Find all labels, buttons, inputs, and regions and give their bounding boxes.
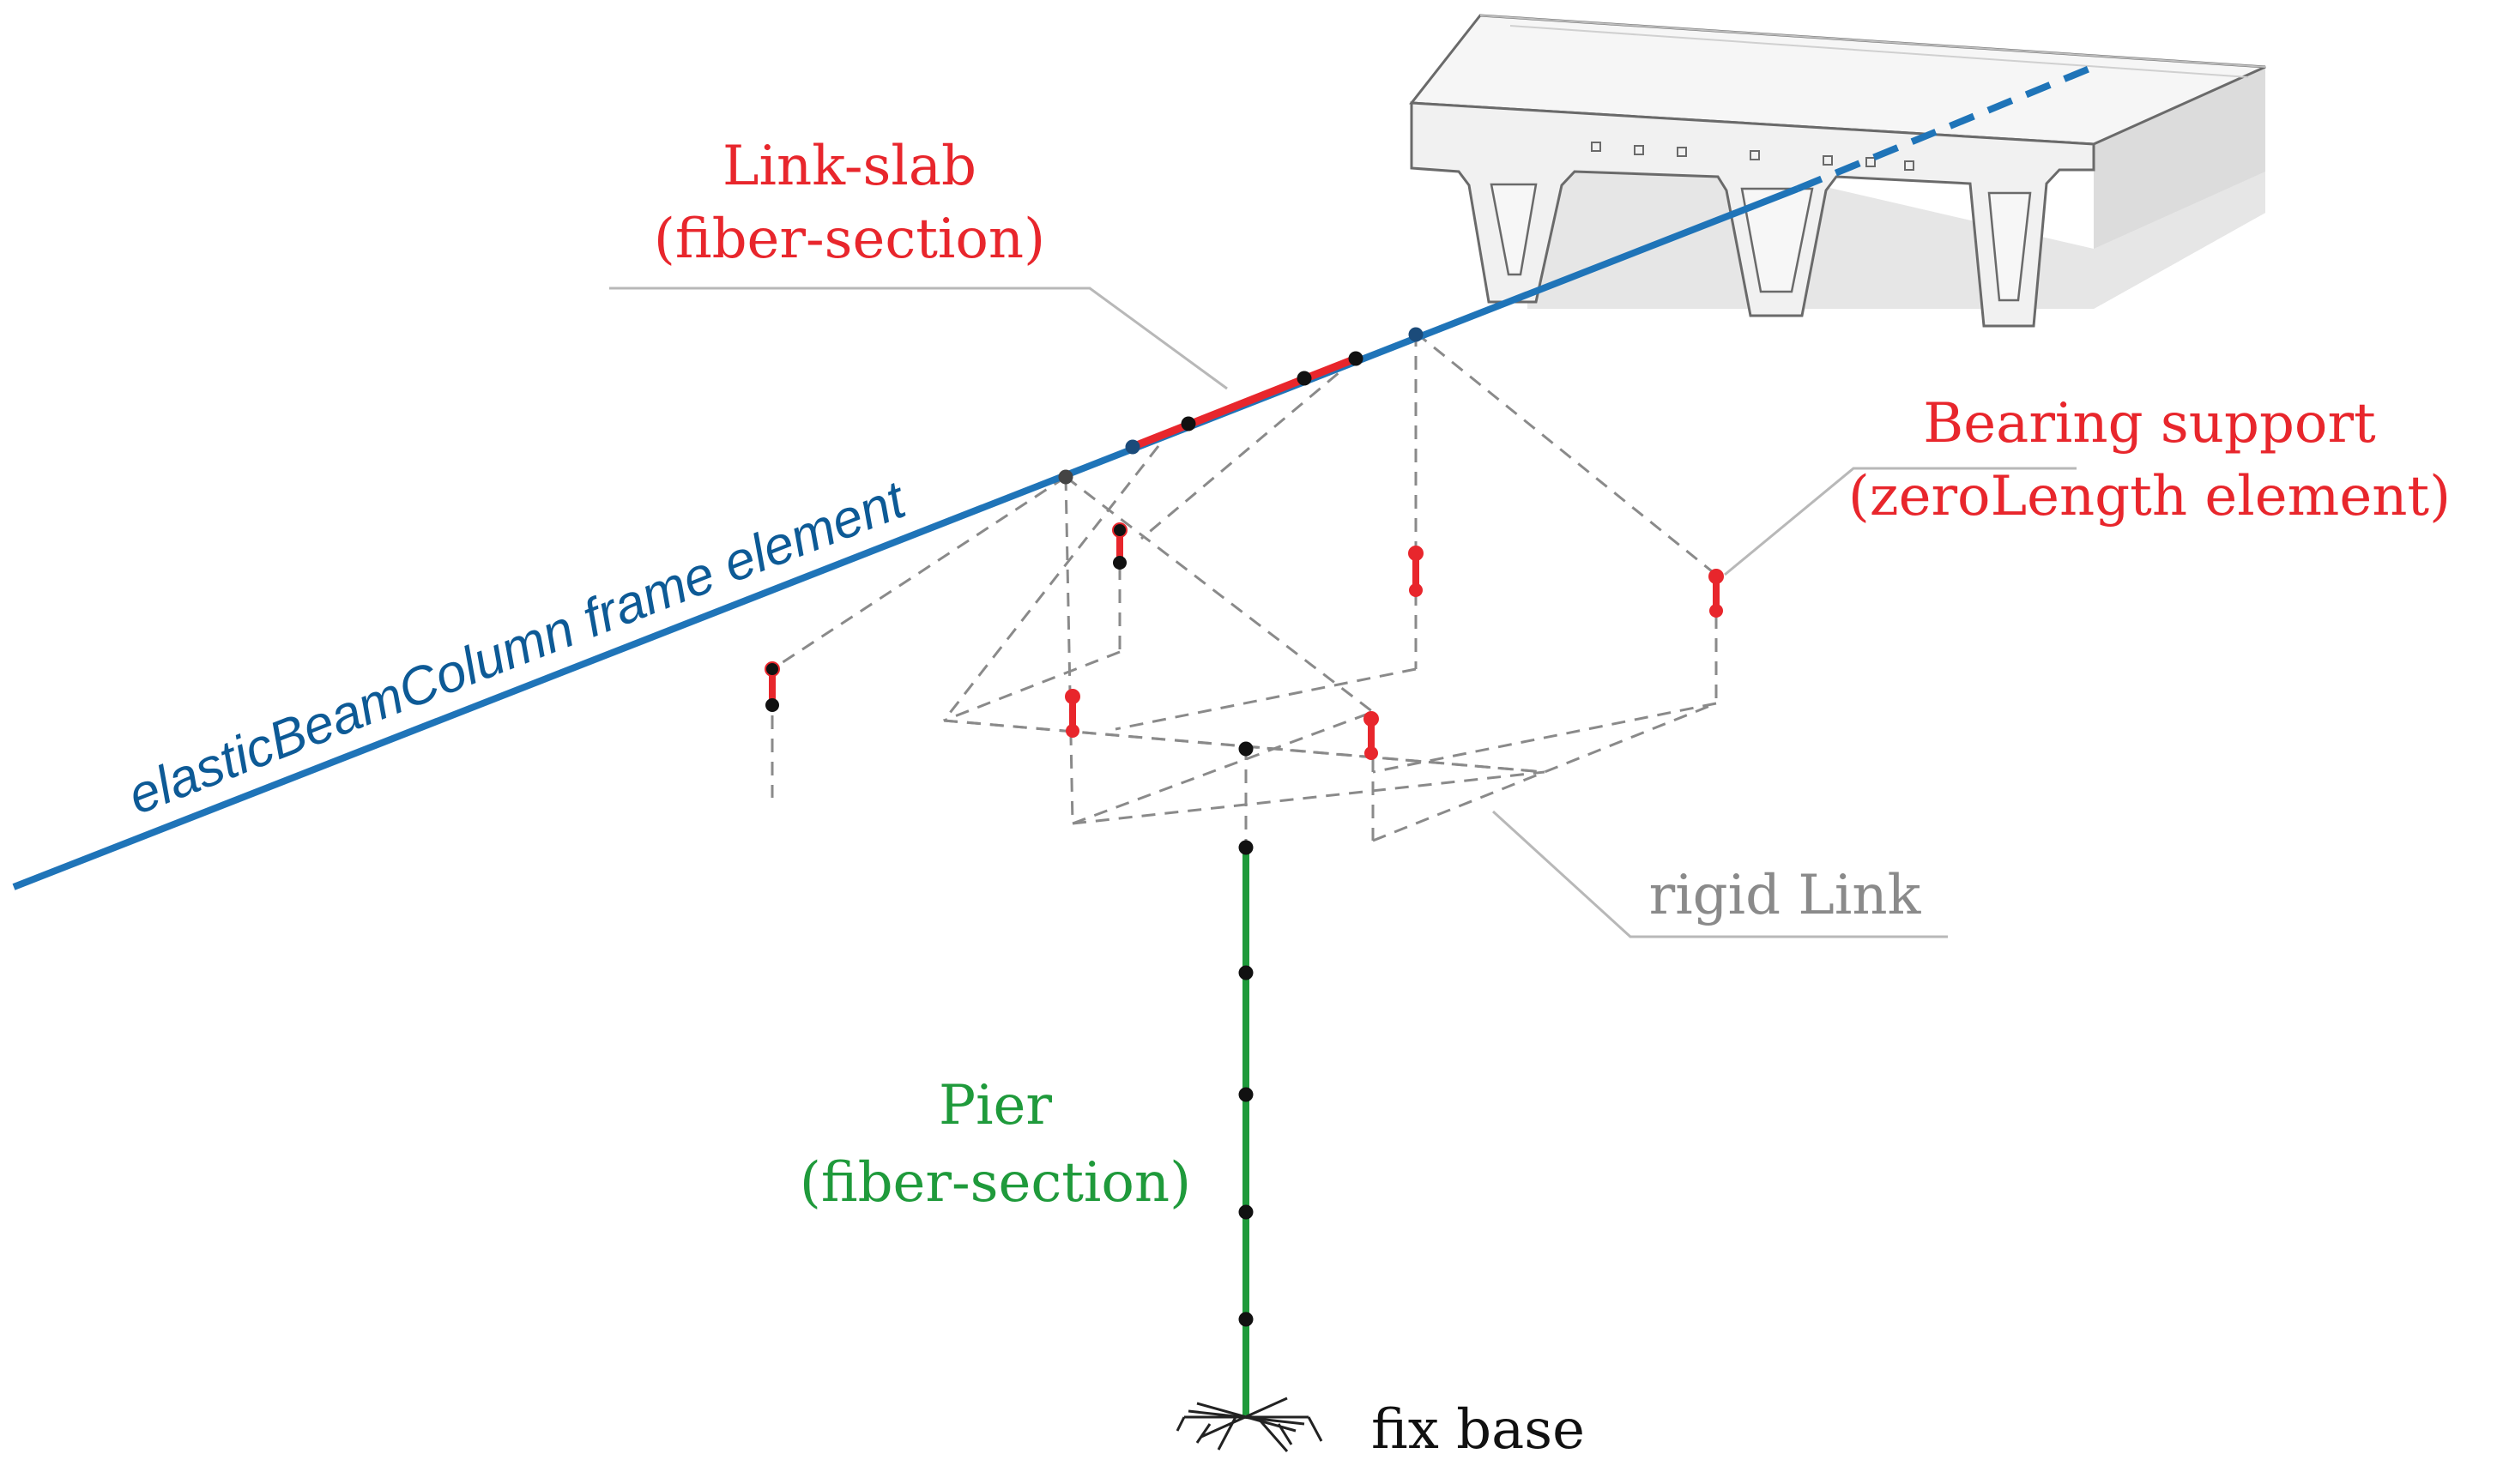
bearing-top-node: [1408, 546, 1424, 561]
link-slab-element: [1133, 354, 1357, 450]
leader-link-slab: [609, 287, 1228, 390]
deck-strands: [1591, 142, 1914, 171]
rigid-link-segment: [1072, 710, 1374, 825]
bearing-bottom-node: [1113, 556, 1127, 570]
leader-rigid-link: [1491, 810, 1948, 938]
bearing-bottom-node: [1364, 746, 1378, 760]
bearing-top-node: [1112, 522, 1128, 538]
link-slab-subtitle: (fiber-section): [654, 208, 1045, 271]
fix-base-label: fix base: [1371, 1398, 1585, 1462]
rigid-link-segment: [1065, 475, 1374, 714]
bearing-support-icon: [1363, 711, 1379, 760]
bearing-bottom-node: [1066, 724, 1079, 738]
bearing-subtitle: (zeroLength element): [1848, 465, 2451, 528]
node-point-icon: [1408, 327, 1424, 342]
rigid-link-label: rigid Link: [1649, 864, 1922, 927]
rigid-link-lines: [771, 331, 1718, 848]
fixed-support-hatch-icon: [1176, 1397, 1323, 1452]
elastic-beam-column-element: [12, 185, 1799, 890]
rigid-link-segment: [771, 475, 1067, 671]
link-slab-title: Link-slab: [722, 135, 976, 198]
rigid-link-segment: [1415, 331, 1717, 576]
deck-soffit: [1527, 172, 2265, 309]
rigid-link-segment: [1372, 702, 1717, 842]
rigid-link-segment: [943, 650, 1121, 722]
node-point-icon: [1181, 416, 1196, 431]
bearing-bottom-node: [1709, 604, 1723, 618]
rigid-link-segment: [1140, 357, 1357, 540]
rigid-link-segment: [1072, 770, 1545, 825]
rigid-link-segment: [1245, 745, 1545, 774]
rigid-link-segment: [942, 445, 1160, 721]
leader-bearing: [1724, 467, 2077, 576]
node-point-icon: [1058, 469, 1073, 485]
leader-lines: [609, 287, 2077, 938]
node-point-icon: [1238, 1204, 1254, 1220]
node-point-icon: [1238, 840, 1254, 855]
node-point-icon: [1348, 351, 1363, 366]
bearing-top-node: [1363, 711, 1379, 727]
node-point-icon: [1238, 965, 1254, 980]
bearing-supports: [765, 522, 1724, 760]
node-point-icon: [1238, 1312, 1254, 1327]
bearing-title: Bearing support: [1923, 392, 2376, 455]
pier-subtitle: (fiber-section): [800, 1151, 1191, 1215]
node-point-icon: [1238, 1087, 1254, 1102]
beam-label: elasticBeamColumn frame element: [120, 469, 916, 826]
bearing-bottom-node: [1409, 583, 1423, 597]
bearing-support-icon: [1708, 569, 1724, 618]
pier-title: Pier: [939, 1074, 1052, 1137]
bearing-top-node: [765, 661, 780, 677]
model-nodes: [1058, 327, 1424, 1327]
bearing-bottom-node: [765, 698, 779, 712]
node-point-icon: [1238, 741, 1254, 757]
node-point-icon: [1297, 371, 1312, 386]
rigid-link-segment: [943, 719, 1247, 748]
beam-dashed-continuation: [1796, 63, 2095, 192]
bearing-top-node: [1065, 689, 1080, 704]
bearing-support-icon: [1112, 522, 1128, 570]
bearing-support-icon: [1065, 689, 1080, 738]
node-point-icon: [1125, 439, 1140, 455]
rigid-link-segment: [1115, 667, 1417, 731]
rigid-link-segment: [1064, 476, 1074, 824]
bearing-support-icon: [765, 661, 780, 712]
bearing-support-icon: [1408, 546, 1424, 597]
rigid-link-segment: [1372, 702, 1717, 774]
bridge-deck-illustration: [1409, 14, 2266, 328]
bearing-top-node: [1708, 569, 1724, 584]
